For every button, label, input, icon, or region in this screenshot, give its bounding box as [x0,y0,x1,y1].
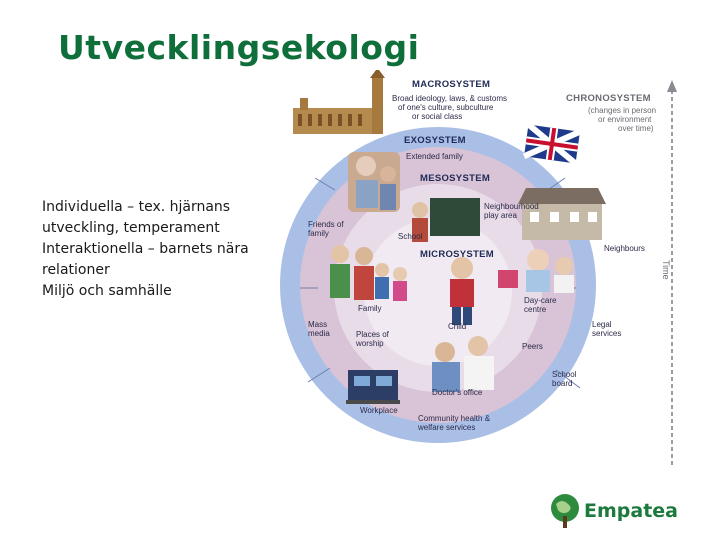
time-label: Time [661,260,671,280]
doctor-photo [432,336,494,392]
chronosystem-title: CHRONOSYSTEM [566,93,651,104]
workplace-desk-icon [346,370,400,404]
meso-day-care-centre: Day-care centre [524,296,557,314]
exo-legal-services: Legal services [592,320,622,338]
exo-mass-media: Mass media [308,320,330,338]
meso-school: School [398,232,423,241]
meso-peers: Peers [522,342,543,351]
microsystem-title: MICROSYSTEM [420,249,495,260]
macrosystem-title: MACROSYSTEM [412,79,491,90]
ecological-systems-diagram: MACROSYSTEM Broad ideology, laws, & cust… [260,70,690,470]
chronosystem-desc-1: (changes in person [588,106,657,115]
exo-community-health: Community health & welfare services [418,414,491,432]
bullet-line-5: Miljö och samhälle [42,283,172,299]
macrosystem-desc-2: of one's culture, subculture [398,103,494,112]
child-figure [450,257,474,325]
exo-friends-of-family: Friends of family [308,220,344,238]
exo-extended-family: Extended family [406,152,463,161]
extended-family-photo [348,152,400,212]
neighbourhood-houses-icon [518,188,606,240]
macrosystem-desc-1: Broad ideology, laws, & customs [392,94,508,103]
meso-play-area: Neighbourhood play area [484,202,539,220]
meso-places-of-worship: Places of worship [356,330,389,348]
exo-neighbours: Neighbours [604,244,645,253]
macrosystem-desc-3: or social class [412,112,463,121]
page-title: Utvecklingsekologi [58,28,420,67]
exo-workplace: Workplace [360,406,398,415]
chronosystem-desc-3: over time) [618,124,654,133]
micro-child: Child [448,322,467,331]
family-photo [330,245,407,301]
microsystem-circle [364,218,512,366]
bullet-line-2: utveckling, temperament [42,220,220,236]
bullet-line-1: Individuella – tex. hjärnans [42,199,231,215]
mesosystem-title: MESOSYSTEM [420,173,491,184]
bullet-line-4: relationer [42,262,110,278]
exosystem-title: EXOSYSTEM [404,135,466,146]
diagram-graphics [280,70,677,465]
micro-family: Family [358,304,382,313]
empatea-logo: Empatea [548,492,678,532]
school-blackboard-icon [412,198,480,242]
time-arrow-head-icon [667,80,677,92]
chronosystem-desc-2: or environment [598,115,652,124]
logo-text: Empatea [584,500,678,522]
exo-school-board: School board [552,370,577,388]
bullet-line-3: Interaktionella – barnets nära [42,241,249,257]
uk-flag-icon [522,122,582,166]
day-care-babies-photo [498,249,574,293]
parliament-building-icon [293,70,385,134]
globe-tree-icon [551,494,579,528]
bullet-list: Individuella – tex. hjärnans utveckling,… [42,197,260,302]
meso-doctors-office: Doctor's office [432,388,483,397]
